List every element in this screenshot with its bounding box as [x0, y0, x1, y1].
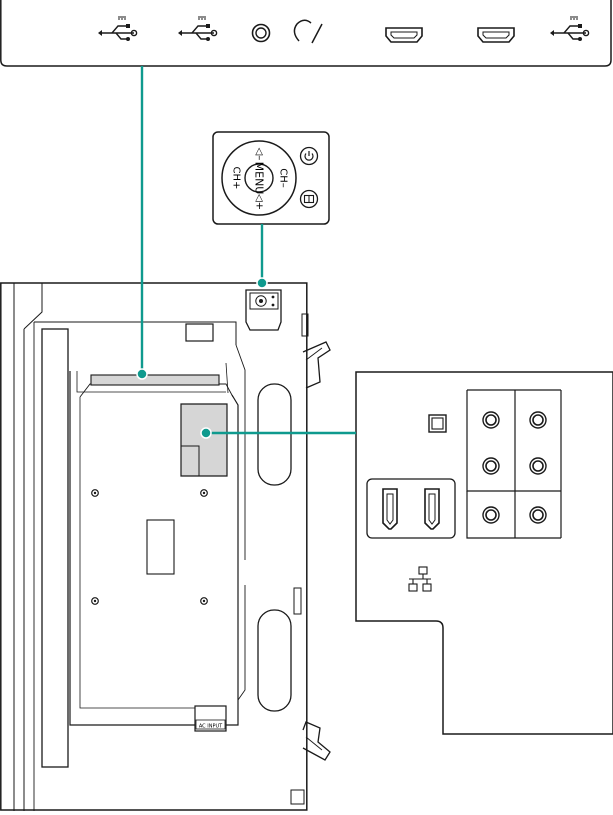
callout-dot-top-ports	[137, 369, 147, 379]
vol-plus-label: ◁+	[254, 194, 265, 210]
ac-input-socket: AC INPUT	[195, 706, 226, 731]
top-port-panel	[1, 0, 611, 66]
control-button-panel: MENU CH+ CH– ◁– ◁+	[213, 132, 329, 224]
ch-minus-label: CH–	[278, 168, 289, 188]
callout-dot-side-ports	[201, 428, 211, 438]
ch-plus-label: CH+	[231, 167, 242, 190]
side-port-panel	[356, 372, 613, 734]
callout-dot-control-panel	[257, 278, 267, 288]
vol-minus-label: ◁–	[254, 148, 265, 161]
side-port-area	[181, 404, 227, 476]
menu-label: MENU	[253, 162, 266, 195]
ac-input-label: AC INPUT	[199, 724, 223, 730]
tv-back-view: AC INPUT	[1, 283, 330, 811]
top-port-slot	[91, 375, 219, 385]
